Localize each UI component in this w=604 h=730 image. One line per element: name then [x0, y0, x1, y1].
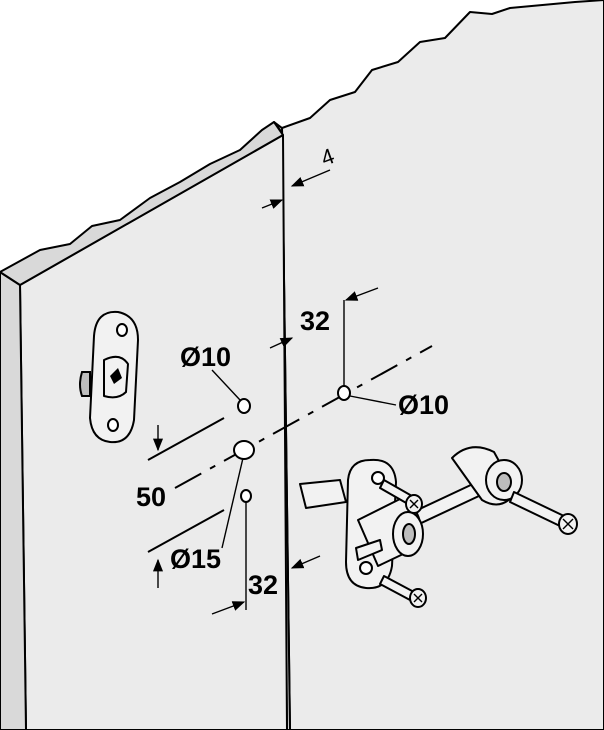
- hinge-assembly: [299, 446, 523, 590]
- height-dimension: 50: [136, 425, 166, 588]
- center-lines: [147, 345, 433, 553]
- upper-offset-dimension: 32: [269, 287, 379, 386]
- upper-offset-label: 32: [300, 306, 330, 336]
- lower-offset-label: 32: [248, 570, 278, 600]
- right-door-panel: [273, 0, 604, 730]
- lower-offset-dimension: 32: [211, 502, 321, 615]
- left-hole-diameter: Ø10: [180, 342, 231, 372]
- center-hole-callout: Ø15: [170, 457, 244, 574]
- screws: [379, 479, 578, 608]
- latch-plate: [79, 310, 139, 444]
- left-door-panel: [0, 121, 288, 730]
- right-hole-callout: Ø10: [349, 390, 449, 420]
- center-hole-diameter: Ø15: [170, 544, 221, 574]
- height-label: 50: [136, 482, 166, 512]
- left-hole-callout: Ø10: [180, 342, 241, 401]
- right-hole-diameter: Ø10: [398, 390, 449, 420]
